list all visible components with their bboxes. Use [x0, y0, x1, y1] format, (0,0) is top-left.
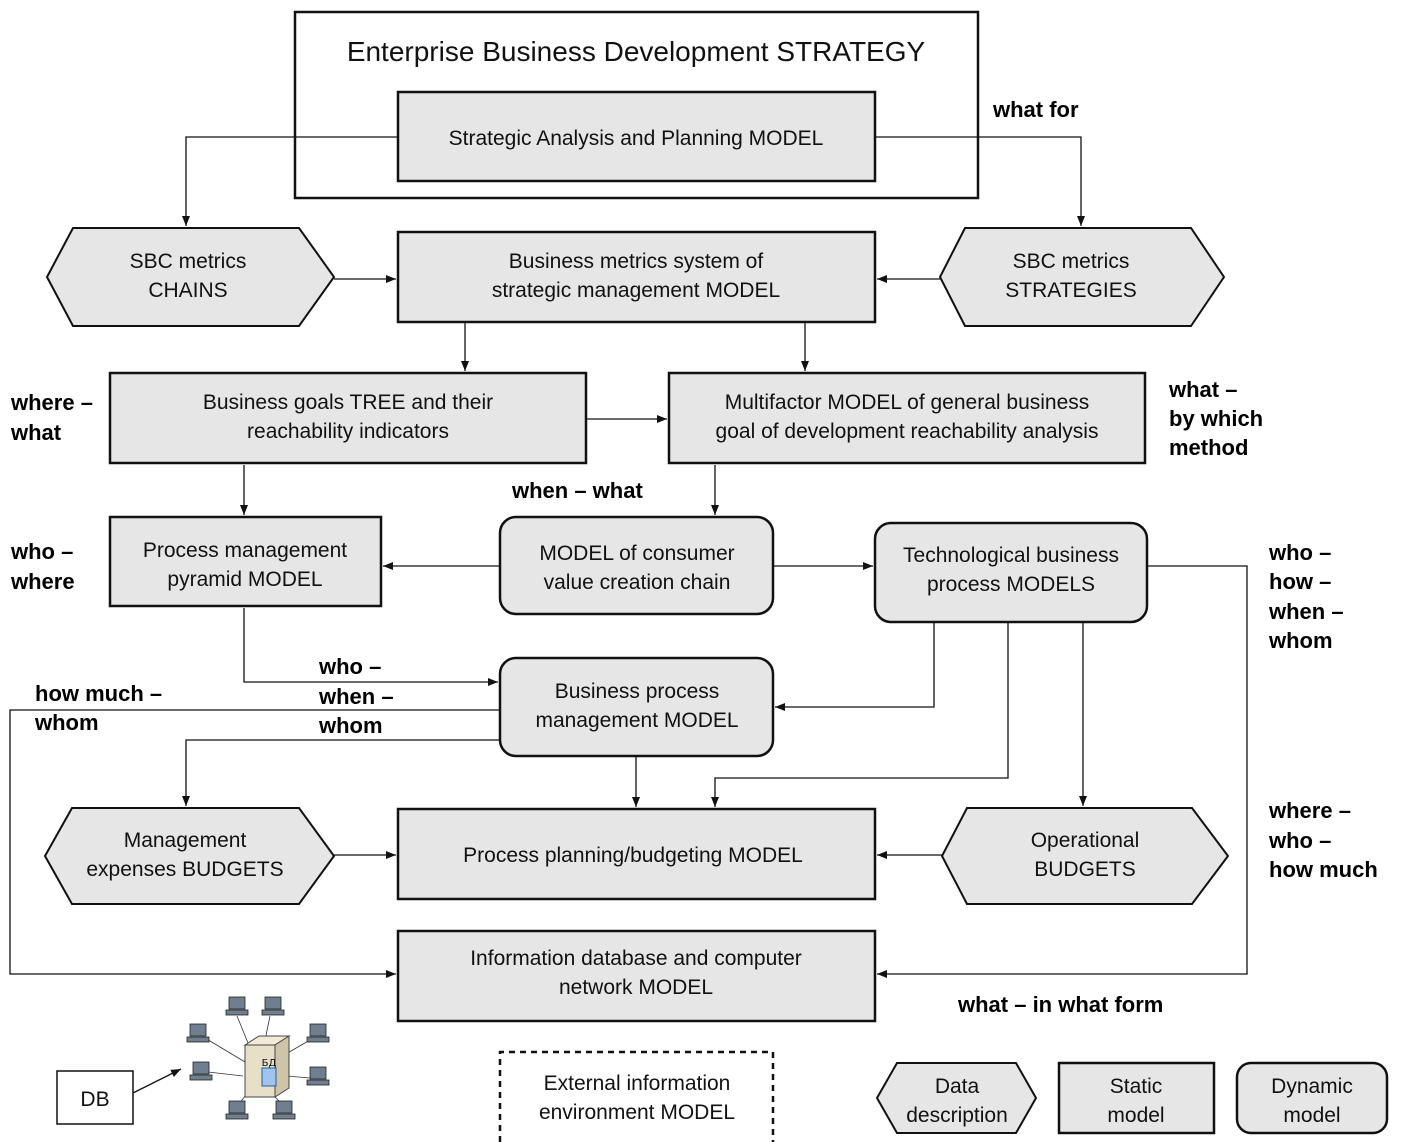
- svg-text:BUDGETS: BUDGETS: [1034, 858, 1136, 881]
- external-environment-box: External information environment MODEL: [498, 1050, 775, 1142]
- svg-text:where –: where –: [10, 390, 93, 415]
- svg-text:Management: Management: [124, 829, 247, 852]
- svg-text:where –: where –: [1268, 798, 1351, 823]
- svg-text:value creation chain: value creation chain: [544, 571, 731, 594]
- svg-text:description: description: [906, 1104, 1008, 1127]
- svg-text:whom: whom: [34, 710, 99, 735]
- strategic-analysis-box: Strategic Analysis and Planning MODEL: [396, 90, 877, 183]
- svg-text:STRATEGIES: STRATEGIES: [1005, 279, 1136, 302]
- svg-text:whom: whom: [1268, 628, 1333, 653]
- svg-text:how much –: how much –: [35, 681, 162, 706]
- svg-text:MODEL of consumer: MODEL of consumer: [539, 542, 734, 565]
- label-how-much-whom: how much – whom: [34, 681, 162, 735]
- svg-text:what –: what –: [1168, 377, 1237, 402]
- svg-text:Multifactor MODEL of general b: Multifactor MODEL of general business: [725, 391, 1090, 414]
- svg-text:management MODEL: management MODEL: [535, 709, 738, 732]
- svg-text:model: model: [1283, 1104, 1340, 1127]
- svg-text:what: what: [10, 420, 62, 445]
- svg-text:when –: when –: [318, 684, 394, 709]
- svg-text:Data: Data: [935, 1075, 980, 1098]
- svg-text:Technological business: Technological business: [903, 544, 1119, 567]
- label-what-in-what-form: what – in what form: [957, 992, 1163, 1017]
- pyramid-box: Process management pyramid MODEL: [108, 515, 383, 608]
- svg-text:Operational: Operational: [1031, 829, 1140, 852]
- sbc-strategies-hex: SBC metrics STRATEGIES: [938, 227, 1226, 327]
- svg-text:strategic management MODEL: strategic management MODEL: [492, 279, 780, 302]
- svg-text:Business metrics system of: Business metrics system of: [509, 250, 764, 273]
- operational-budgets-hex: Operational BUDGETS: [940, 807, 1230, 905]
- svg-text:SBC metrics: SBC metrics: [130, 250, 247, 273]
- svg-text:model: model: [1107, 1104, 1164, 1127]
- svg-text:who –: who –: [10, 539, 73, 564]
- label-who-how-when-whom: who – how – when – whom: [1268, 540, 1344, 653]
- management-budgets-hex: Management expenses BUDGETS: [43, 807, 336, 905]
- svg-text:when –: when –: [1268, 599, 1344, 624]
- svg-text:Dynamic: Dynamic: [1271, 1075, 1353, 1098]
- server-icon: БД: [243, 1035, 291, 1098]
- svg-text:process MODELS: process MODELS: [927, 573, 1095, 596]
- svg-text:who –: who –: [318, 654, 381, 679]
- svg-text:expenses BUDGETS: expenses BUDGETS: [86, 858, 283, 881]
- info-db-box: Information database and computer networ…: [396, 929, 877, 1023]
- legend-static-model: Static model: [1057, 1061, 1216, 1135]
- svg-text:reachability indicators: reachability indicators: [247, 420, 449, 443]
- svg-text:DB: DB: [80, 1088, 109, 1111]
- svg-text:how much: how much: [1269, 857, 1378, 882]
- tech-process-box: Technological business process MODELS: [873, 521, 1149, 624]
- svg-text:CHAINS: CHAINS: [148, 279, 227, 302]
- bpm-box: Business process management MODEL: [498, 656, 775, 758]
- value-chain-box: MODEL of consumer value creation chain: [498, 515, 775, 616]
- svg-text:who –: who –: [1268, 828, 1331, 853]
- network-illustration: БД: [186, 996, 330, 1120]
- label-when-what: when – what: [511, 478, 643, 503]
- label-what-for: what for: [992, 97, 1079, 122]
- svg-text:Process planning/budgeting MOD: Process planning/budgeting MODEL: [463, 844, 803, 867]
- svg-text:Business goals TREE and their: Business goals TREE and their: [203, 391, 493, 414]
- sbc-chains-hex: SBC metrics CHAINS: [45, 227, 336, 327]
- svg-text:environment MODEL: environment MODEL: [539, 1101, 735, 1124]
- computer-icons: [186, 996, 330, 1120]
- svg-text:network MODEL: network MODEL: [559, 976, 713, 999]
- svg-text:БД: БД: [262, 1058, 277, 1069]
- svg-text:method: method: [1169, 435, 1248, 460]
- label-who-when-whom: who – when – whom: [318, 654, 394, 738]
- svg-text:External information: External information: [544, 1072, 731, 1095]
- svg-text:Process management: Process management: [143, 539, 347, 562]
- svg-text:Information database and compu: Information database and computer: [470, 947, 802, 970]
- label-where-who-how-much: where – who – how much: [1268, 798, 1378, 882]
- legend-dynamic-model: Dynamic model: [1235, 1061, 1389, 1135]
- svg-text:Business process: Business process: [555, 680, 720, 703]
- svg-text:where: where: [10, 569, 75, 594]
- planning-box: Process planning/budgeting MODEL: [396, 807, 877, 901]
- svg-text:Strategic Analysis and Plannin: Strategic Analysis and Planning MODEL: [449, 127, 824, 150]
- label-who-where: who – where: [10, 539, 75, 594]
- label-what-by-which-method: what – by which method: [1168, 377, 1263, 460]
- svg-text:whom: whom: [318, 713, 383, 738]
- multifactor-box: Multifactor MODEL of general business go…: [667, 371, 1147, 465]
- strategy-title: Enterprise Business Development STRATEGY: [347, 36, 926, 67]
- svg-text:how –: how –: [1269, 569, 1331, 594]
- business-metrics-box: Business metrics system of strategic man…: [396, 230, 877, 324]
- connectors: [9, 136, 1248, 1094]
- svg-text:Static: Static: [1110, 1075, 1163, 1098]
- svg-text:goal of development reachabili: goal of development reachability analysi…: [716, 420, 1099, 443]
- svg-text:who –: who –: [1268, 540, 1331, 565]
- svg-text:pyramid MODEL: pyramid MODEL: [167, 568, 322, 591]
- goals-tree-box: Business goals TREE and their reachabili…: [108, 371, 588, 465]
- svg-text:by which: by which: [1169, 406, 1263, 431]
- label-where-what: where – what: [10, 390, 93, 445]
- db-box: DB: [56, 1070, 134, 1125]
- legend-data-description: Data description: [875, 1062, 1038, 1134]
- svg-text:SBC metrics: SBC metrics: [1013, 250, 1130, 273]
